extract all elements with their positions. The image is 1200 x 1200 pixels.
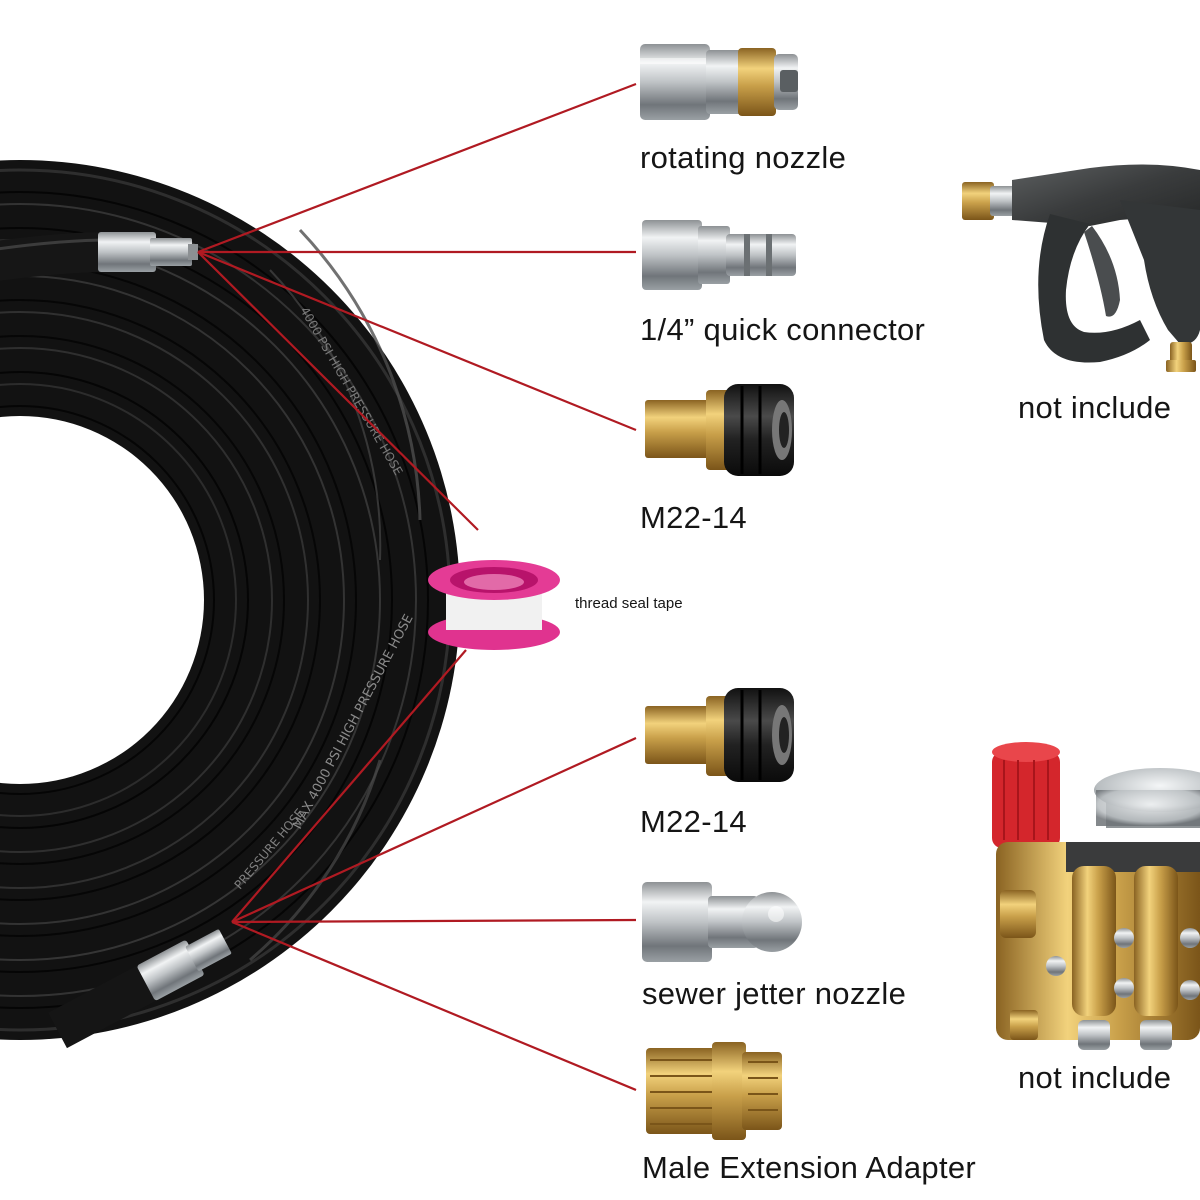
label-rotating-nozzle: rotating nozzle [640,140,847,175]
quick-connector-icon [642,220,796,290]
label-not-include-gun: not include [1018,390,1172,425]
leader-lines [197,82,637,1092]
label-thread-seal-tape: thread seal tape [575,595,683,612]
sewer-jetter-nozzle-icon [642,882,802,962]
label-sewer-jetter-nozzle: sewer jetter nozzle [642,976,907,1011]
label-m22-bottom: M22-14 [640,804,747,839]
thread-tape-roll-icon [428,560,560,650]
pressure-pump-icon [992,742,1200,1050]
rotating-nozzle-icon [640,44,798,120]
male-adapter-icon [646,1042,782,1140]
hose-coil-icon: MAX 4000 PSI HIGH PRESSURE HOSE PRESSURE… [0,160,460,1049]
m22-coupler-icon-bottom [645,688,794,782]
label-quick-connector: 1/4” quick connector [640,312,926,347]
spray-gun-icon [962,164,1200,372]
label-male-extension-adapter: Male Extension Adapter [642,1150,977,1185]
m22-coupler-icon-top [645,384,794,476]
label-m22-top: M22-14 [640,500,747,535]
label-not-include-pump: not include [1018,1060,1172,1095]
